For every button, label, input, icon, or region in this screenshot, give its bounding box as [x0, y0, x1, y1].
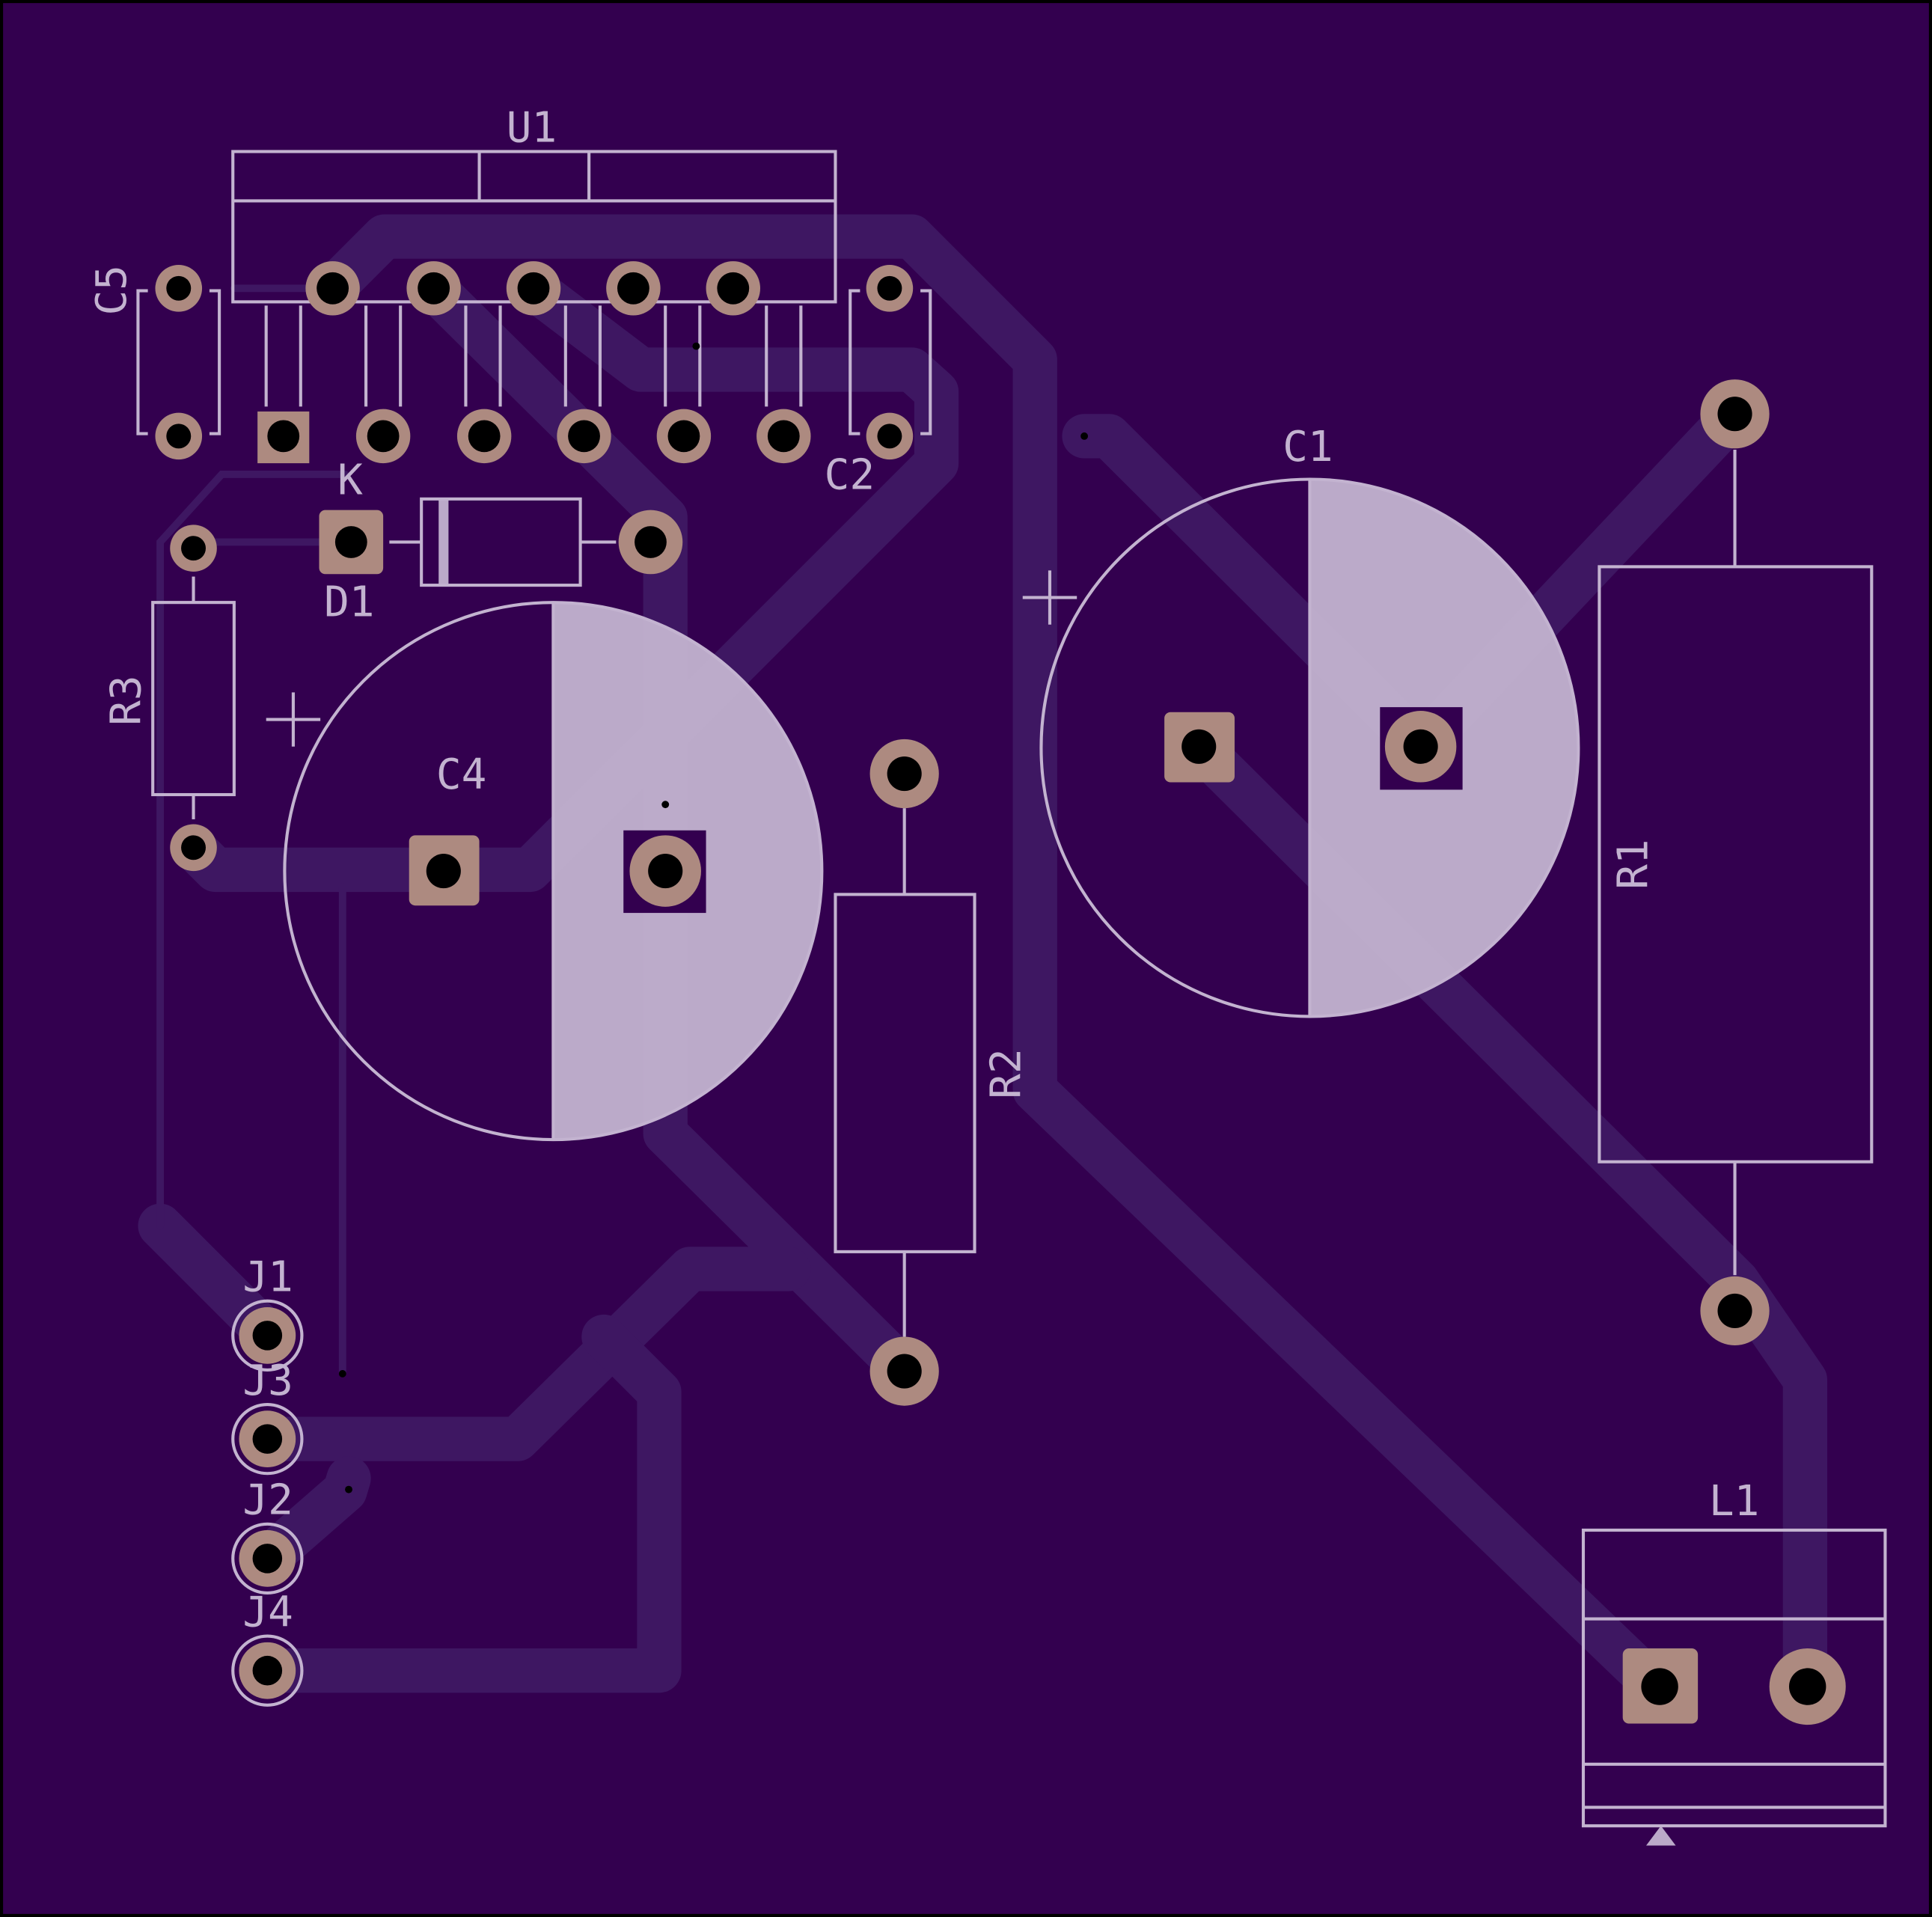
r1-outline	[1598, 449, 1874, 1276]
label-d1: D1	[324, 578, 374, 626]
label-k: K	[337, 456, 363, 504]
r2-outline	[834, 808, 976, 1337]
label-c4: C4	[436, 750, 486, 799]
label-j2: J2	[242, 1476, 293, 1525]
jumper-rings	[231, 1299, 304, 1707]
drill-holes	[166, 272, 1826, 1705]
c5-outline	[136, 289, 221, 435]
reference-labels: U1 C5 C2 K D1 R3 C4 C1 R1 R2 J1 J3 J2 J4…	[88, 103, 1759, 1636]
label-j3: J3	[242, 1357, 293, 1405]
d1-outline	[389, 497, 617, 587]
label-c2: C2	[825, 451, 875, 500]
label-c1: C1	[1283, 423, 1333, 471]
label-l1: L1	[1709, 1477, 1759, 1526]
r3-outline	[151, 576, 236, 819]
label-j4: J4	[242, 1588, 293, 1636]
label-u1: U1	[507, 103, 557, 152]
label-c5: C5	[88, 265, 136, 315]
c2-outline	[849, 289, 932, 435]
label-r3: R3	[103, 675, 151, 725]
label-r2: R2	[982, 1048, 1030, 1098]
label-j1: J1	[242, 1253, 293, 1302]
l1-outline	[1581, 1528, 1887, 1846]
label-r1: R1	[1610, 839, 1658, 889]
